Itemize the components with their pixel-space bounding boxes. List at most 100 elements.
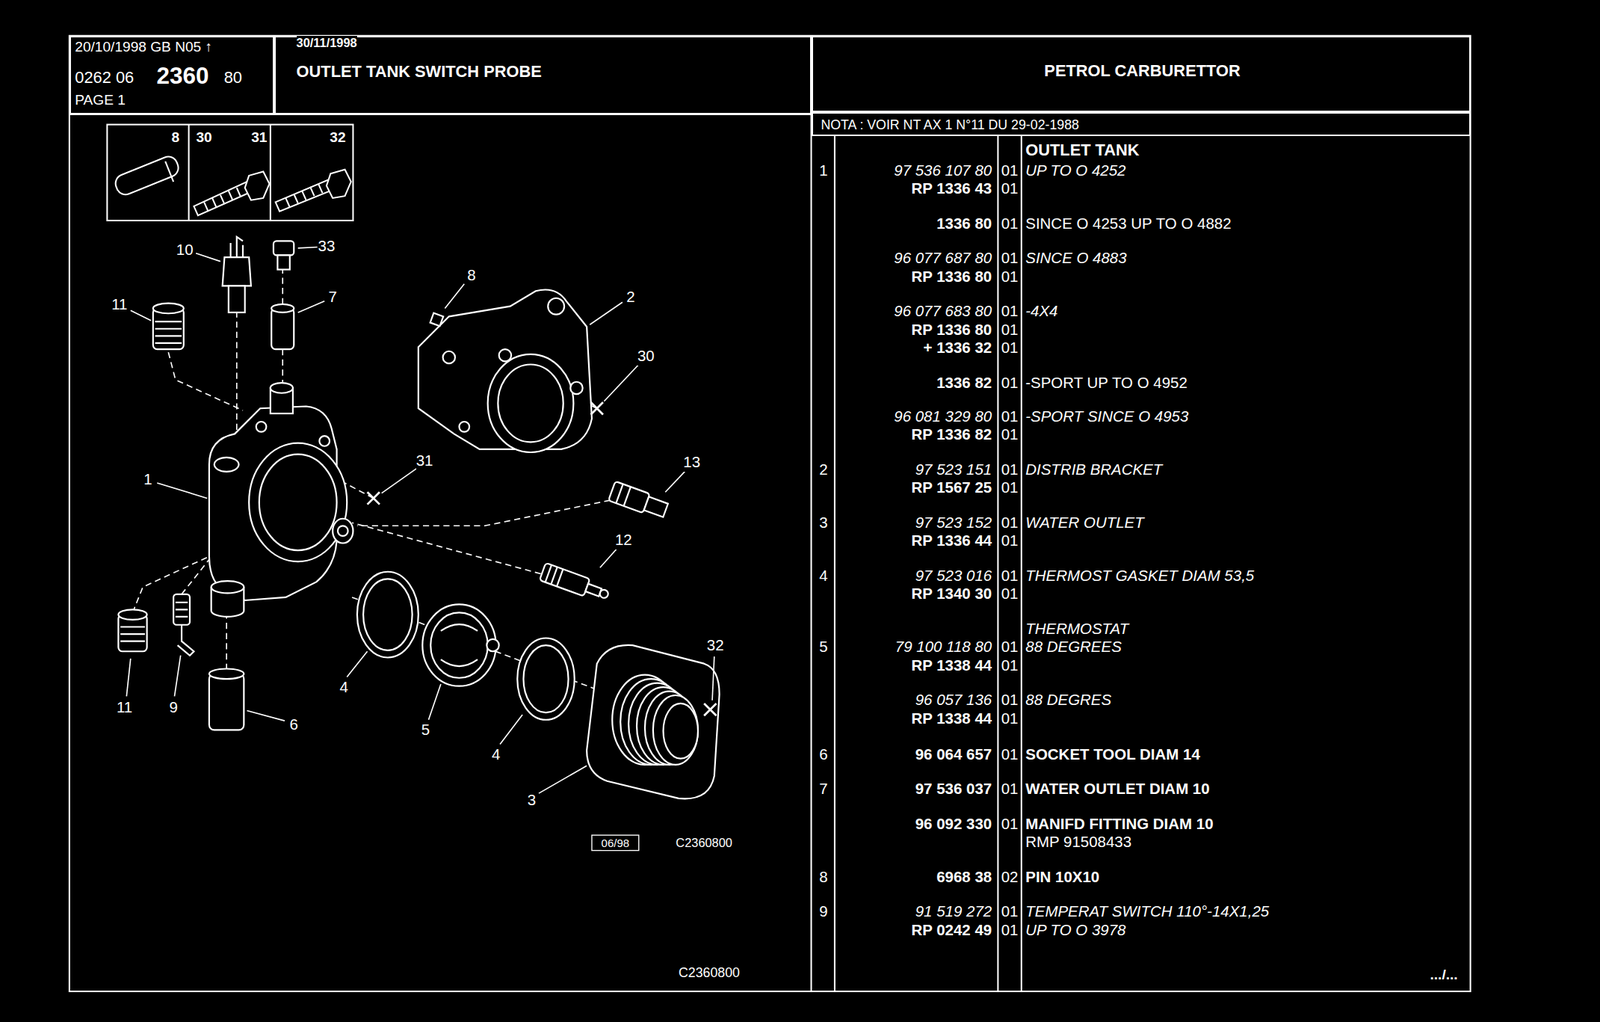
table-cell: 01 <box>1001 214 1019 234</box>
table-cell: 6968 38 <box>936 867 992 887</box>
sensors-plugs-part <box>209 673 244 730</box>
table-cell: RP 1567 25 <box>910 478 992 497</box>
callout-number: 10 <box>176 240 194 260</box>
table-cell: 88 DEGRES <box>1025 690 1112 710</box>
outlet-tank-housing-part <box>270 382 293 394</box>
leader-lines-part <box>538 765 587 793</box>
header-text: 20/10/1998 GB N05 ↑ <box>74 38 213 57</box>
sensors-plugs-part <box>539 562 612 604</box>
table-cell: 01 <box>1001 566 1019 586</box>
table-cell: RP 1336 80 <box>910 320 992 340</box>
table-cell: 97 536 037 <box>915 779 992 799</box>
page-frame-part <box>69 35 1471 991</box>
table-cell: 97 523 151 <box>915 460 992 480</box>
sensors-plugs-part <box>118 609 147 620</box>
table-cell: RMP 91508433 <box>1025 832 1132 852</box>
table-cell: 5 <box>819 637 828 657</box>
table-cell: + 1336 32 <box>923 338 993 358</box>
water-outlet-cover <box>586 644 720 799</box>
gaskets-thermostat-part <box>523 644 568 713</box>
table-cell: 01 <box>1001 637 1019 657</box>
table-cell: THERMOSTAT <box>1025 619 1129 639</box>
table-cell: 97 523 152 <box>915 513 992 533</box>
table-cell: 9 <box>819 902 828 921</box>
leader-lines-part <box>428 683 441 720</box>
table-cell: 01 <box>1001 531 1019 551</box>
sensors-plugs-part <box>271 304 294 313</box>
water-outlet-cover-part <box>663 703 698 759</box>
outlet-tank-housing-part <box>214 457 240 472</box>
leader-lines-part <box>600 549 617 568</box>
table-cell: 1336 82 <box>936 373 992 393</box>
table-cell: 96 057 136 <box>915 690 992 710</box>
leader-lines-part <box>346 650 367 677</box>
sensors-plugs-part <box>153 303 184 314</box>
header-text: PETROL CARBURETTOR <box>1043 61 1240 81</box>
table-cell: RP 1336 43 <box>910 179 992 199</box>
drawing-code: C2360800 <box>678 964 740 981</box>
leader-lines-part <box>665 471 685 492</box>
leader-lines-part <box>381 468 417 494</box>
table-cell: 8 <box>819 867 828 887</box>
drawing-code: 06/98 <box>601 836 630 850</box>
callout-number: 30 <box>637 346 655 366</box>
leader-lines-part <box>156 482 208 498</box>
table-cell: 1336 80 <box>936 214 992 234</box>
outlet-tank-housing-part <box>259 454 338 551</box>
sensors-plugs-part <box>271 307 294 349</box>
table-cell: UP TO O 3978 <box>1025 920 1126 940</box>
sensors-plugs-part <box>230 236 243 258</box>
sensors-plugs-part <box>177 624 195 656</box>
table-cell: RP 1336 82 <box>910 425 992 444</box>
sensors-plugs-part <box>155 321 183 344</box>
gaskets-thermostat-part <box>486 638 499 651</box>
inset-parts-part <box>245 171 270 200</box>
callout-number: 13 <box>683 452 701 472</box>
sensors-plugs-part-part <box>598 588 610 599</box>
inset-parts-part <box>326 169 352 199</box>
table-cell: UP TO O 4252 <box>1025 161 1126 181</box>
table-cell: 01 <box>1001 460 1019 480</box>
page-frame <box>69 35 1471 991</box>
table-cell: 01 <box>1001 338 1019 358</box>
table-cell: 01 <box>1001 373 1019 393</box>
outlet-tank-housing-part <box>319 435 330 447</box>
inset-parts <box>112 153 352 216</box>
distrib-bracket-part <box>443 351 456 364</box>
table-cell: 01 <box>1001 745 1019 764</box>
callout-number: 11 <box>116 697 133 717</box>
page-frame-part <box>996 136 999 991</box>
table-cell: 02 <box>1001 867 1019 887</box>
header-text: OUTLET TANK SWITCH PROBE <box>296 62 542 82</box>
table-cell: 01 <box>1001 902 1019 921</box>
outlet-tank-housing-part <box>337 525 349 536</box>
table-cell: 01 <box>1001 690 1019 710</box>
table-cell: 88 DEGREES <box>1025 637 1122 657</box>
dash-lines-part <box>133 556 210 613</box>
callout-number: 1 <box>143 470 152 489</box>
callout-number: 33 <box>318 236 336 256</box>
table-cell: 79 100 118 80 <box>895 637 992 657</box>
table-cell: -SPORT UP TO O 4952 <box>1025 373 1188 393</box>
leader-lines-part <box>298 301 326 313</box>
table-cell: 01 <box>1001 248 1019 268</box>
callout-number: 9 <box>168 697 178 717</box>
header-text: PAGE 1 <box>74 91 126 110</box>
table-cell: 96 064 657 <box>915 745 992 764</box>
table-cell: DISTRIB BRACKET <box>1025 460 1163 480</box>
callout-number: 31 <box>416 451 434 471</box>
outlet-tank-housing-part <box>211 580 245 593</box>
gaskets-thermostat-part <box>357 571 419 658</box>
dash-lines-part <box>225 612 228 674</box>
leader-lines-part <box>195 253 221 262</box>
table-cell: 01 <box>1001 656 1019 675</box>
table-cell: 01 <box>1001 425 1019 444</box>
gaskets-thermostat-part <box>430 612 488 678</box>
table-cell: 01 <box>1001 478 1019 497</box>
table-cell: 01 <box>1001 709 1019 728</box>
leader-lines-part <box>246 709 285 721</box>
gaskets-thermostat-part <box>517 638 574 720</box>
header-text: 0262 06 <box>74 68 134 88</box>
inset-box <box>106 124 639 851</box>
